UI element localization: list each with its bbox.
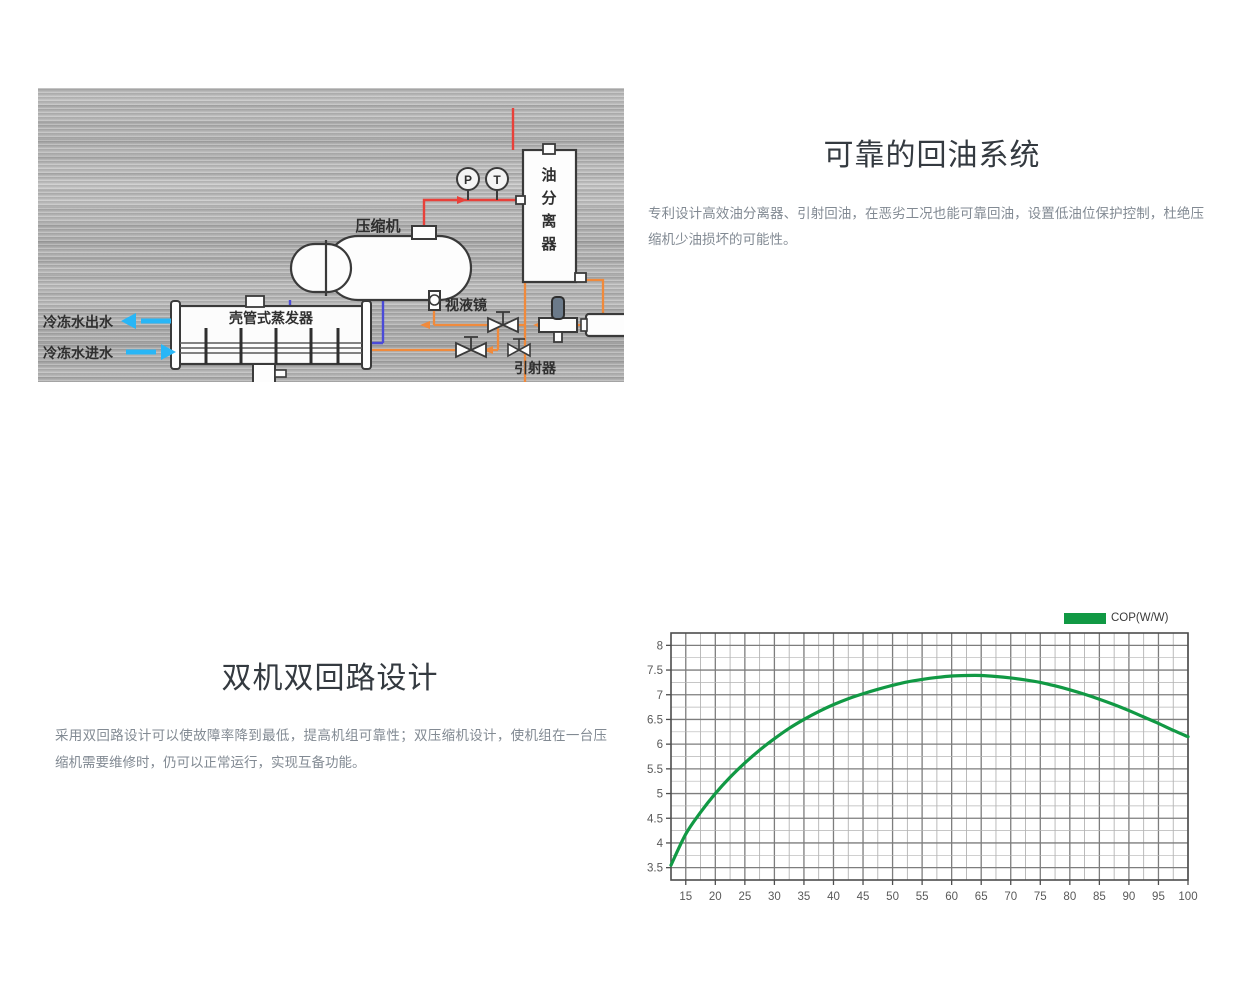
chart-xtick-label: 50	[886, 891, 899, 903]
oil-arrow-icon-1	[420, 321, 430, 329]
section1-title: 可靠的回油系统	[823, 138, 1041, 172]
chart-ytick-label: 4.5	[647, 813, 663, 825]
chart-xtick-label: 80	[1063, 891, 1076, 903]
chart-xtick-label: 15	[679, 891, 692, 903]
chart-ytick-label: 5	[657, 789, 663, 801]
oil-arrow-icon-2	[483, 346, 493, 354]
chilled-water-out-label: 冷冻水出水	[43, 314, 114, 331]
evaporator-label: 壳管式蒸发器	[228, 310, 314, 327]
chart-xtick-label: 40	[827, 891, 840, 903]
legend-swatch-cop	[1064, 612, 1106, 624]
chart-ytick-label: 5.5	[647, 764, 663, 776]
solenoid-valve-icon	[538, 296, 578, 343]
chart-xtick-label: 30	[768, 891, 781, 903]
chart-ytick-label: 3.5	[647, 863, 663, 875]
chart-ytick-label: 6	[657, 739, 663, 751]
discharge-gauge-pressure-icon: P	[456, 167, 480, 200]
oil-separator-label-c4: 器	[540, 235, 557, 253]
chart-ytick-label: 7.5	[647, 665, 663, 677]
chart-xtick-label: 90	[1123, 891, 1136, 903]
ejector-label: 引射器	[514, 360, 557, 377]
chart-xtick-label: 45	[857, 891, 870, 903]
discharge-arrow-icon	[457, 196, 467, 204]
chart-ytick-label: 4	[657, 838, 664, 850]
chart-xtick-label: 65	[975, 891, 988, 903]
chart-xtick-label: 85	[1093, 891, 1106, 903]
evaporator-unit	[170, 295, 372, 382]
chart-xtick-label: 60	[945, 891, 958, 903]
chart-plot-svg: 3.5 4 4.5 5 5.5 6 6.5 7 7.5 8 15 20 25 30 35 40 45 50 55 60…	[647, 632, 1198, 903]
chart-xtick-label: 95	[1152, 891, 1165, 903]
chart-legend: COP(W/W)	[1064, 612, 1168, 624]
sight-glass-icon	[428, 290, 441, 311]
chart-xtick-label: 75	[1034, 891, 1047, 903]
svg-text:P: P	[464, 173, 472, 187]
chart-ytick-label: 6.5	[647, 714, 663, 726]
chart-xtick-label: 20	[709, 891, 722, 903]
compressor-unit	[289, 225, 473, 302]
oil-separator-unit	[515, 143, 587, 284]
chart-series-line	[669, 673, 1190, 867]
chart-xtick-label: 25	[738, 891, 751, 903]
oil-separator-label-c1: 油	[541, 166, 556, 184]
chilled-water-out-arrow-icon	[121, 313, 171, 329]
chart-xtick-label: 100	[1178, 891, 1197, 903]
filter-drier-icon	[580, 312, 624, 338]
valve-icon-1	[487, 311, 519, 334]
section2-title: 双机双回路设计	[221, 661, 439, 695]
chilled-water-in-arrow-icon	[126, 344, 176, 360]
svg-text:T: T	[493, 173, 501, 187]
chart-xtick-label: 35	[798, 891, 811, 903]
section2-body: 采用双回路设计可以使故障率降到最低，提高机组可靠性；双压缩机设计，使机组在一台压…	[55, 727, 607, 770]
compressor-label: 压缩机	[355, 217, 400, 235]
chart-xtick-label: 70	[1004, 891, 1017, 903]
legend-label-cop: COP(W/W)	[1111, 612, 1169, 624]
oil-separator-label-c3: 离	[541, 212, 556, 230]
section1-body: 专利设计高效油分离器、引射回油，在恶劣工况也能可靠回油，设置低油位保护控制，杜绝…	[648, 205, 1204, 247]
chart-ytick-label: 8	[657, 640, 663, 652]
cop-chart: COP(W/W) 3.5 4 4.5 5 5.5 6 6.5 7 7.5 8 15 20 25 30 35 4…	[640, 600, 1200, 920]
chart-ytick-label: 7	[657, 690, 663, 702]
chilled-water-in-label: 冷冻水进水	[43, 345, 114, 362]
oil-separator-label-c2: 分	[541, 189, 556, 207]
oil-return-system-diagram: 压缩机 油 分 离 器 P T	[38, 88, 624, 382]
chart-plot-border	[670, 632, 1189, 881]
sight-glass-label: 视液镜	[445, 297, 487, 314]
valve-icon-3	[507, 338, 531, 358]
discharge-gauge-temperature-icon: T	[485, 167, 509, 200]
valve-icon-2	[455, 336, 487, 359]
chart-xtick-label: 55	[916, 891, 929, 903]
diagram-svg: 压缩机 油 分 离 器 P T	[43, 108, 624, 382]
chart-gridlines-horizontal	[671, 644, 1188, 869]
